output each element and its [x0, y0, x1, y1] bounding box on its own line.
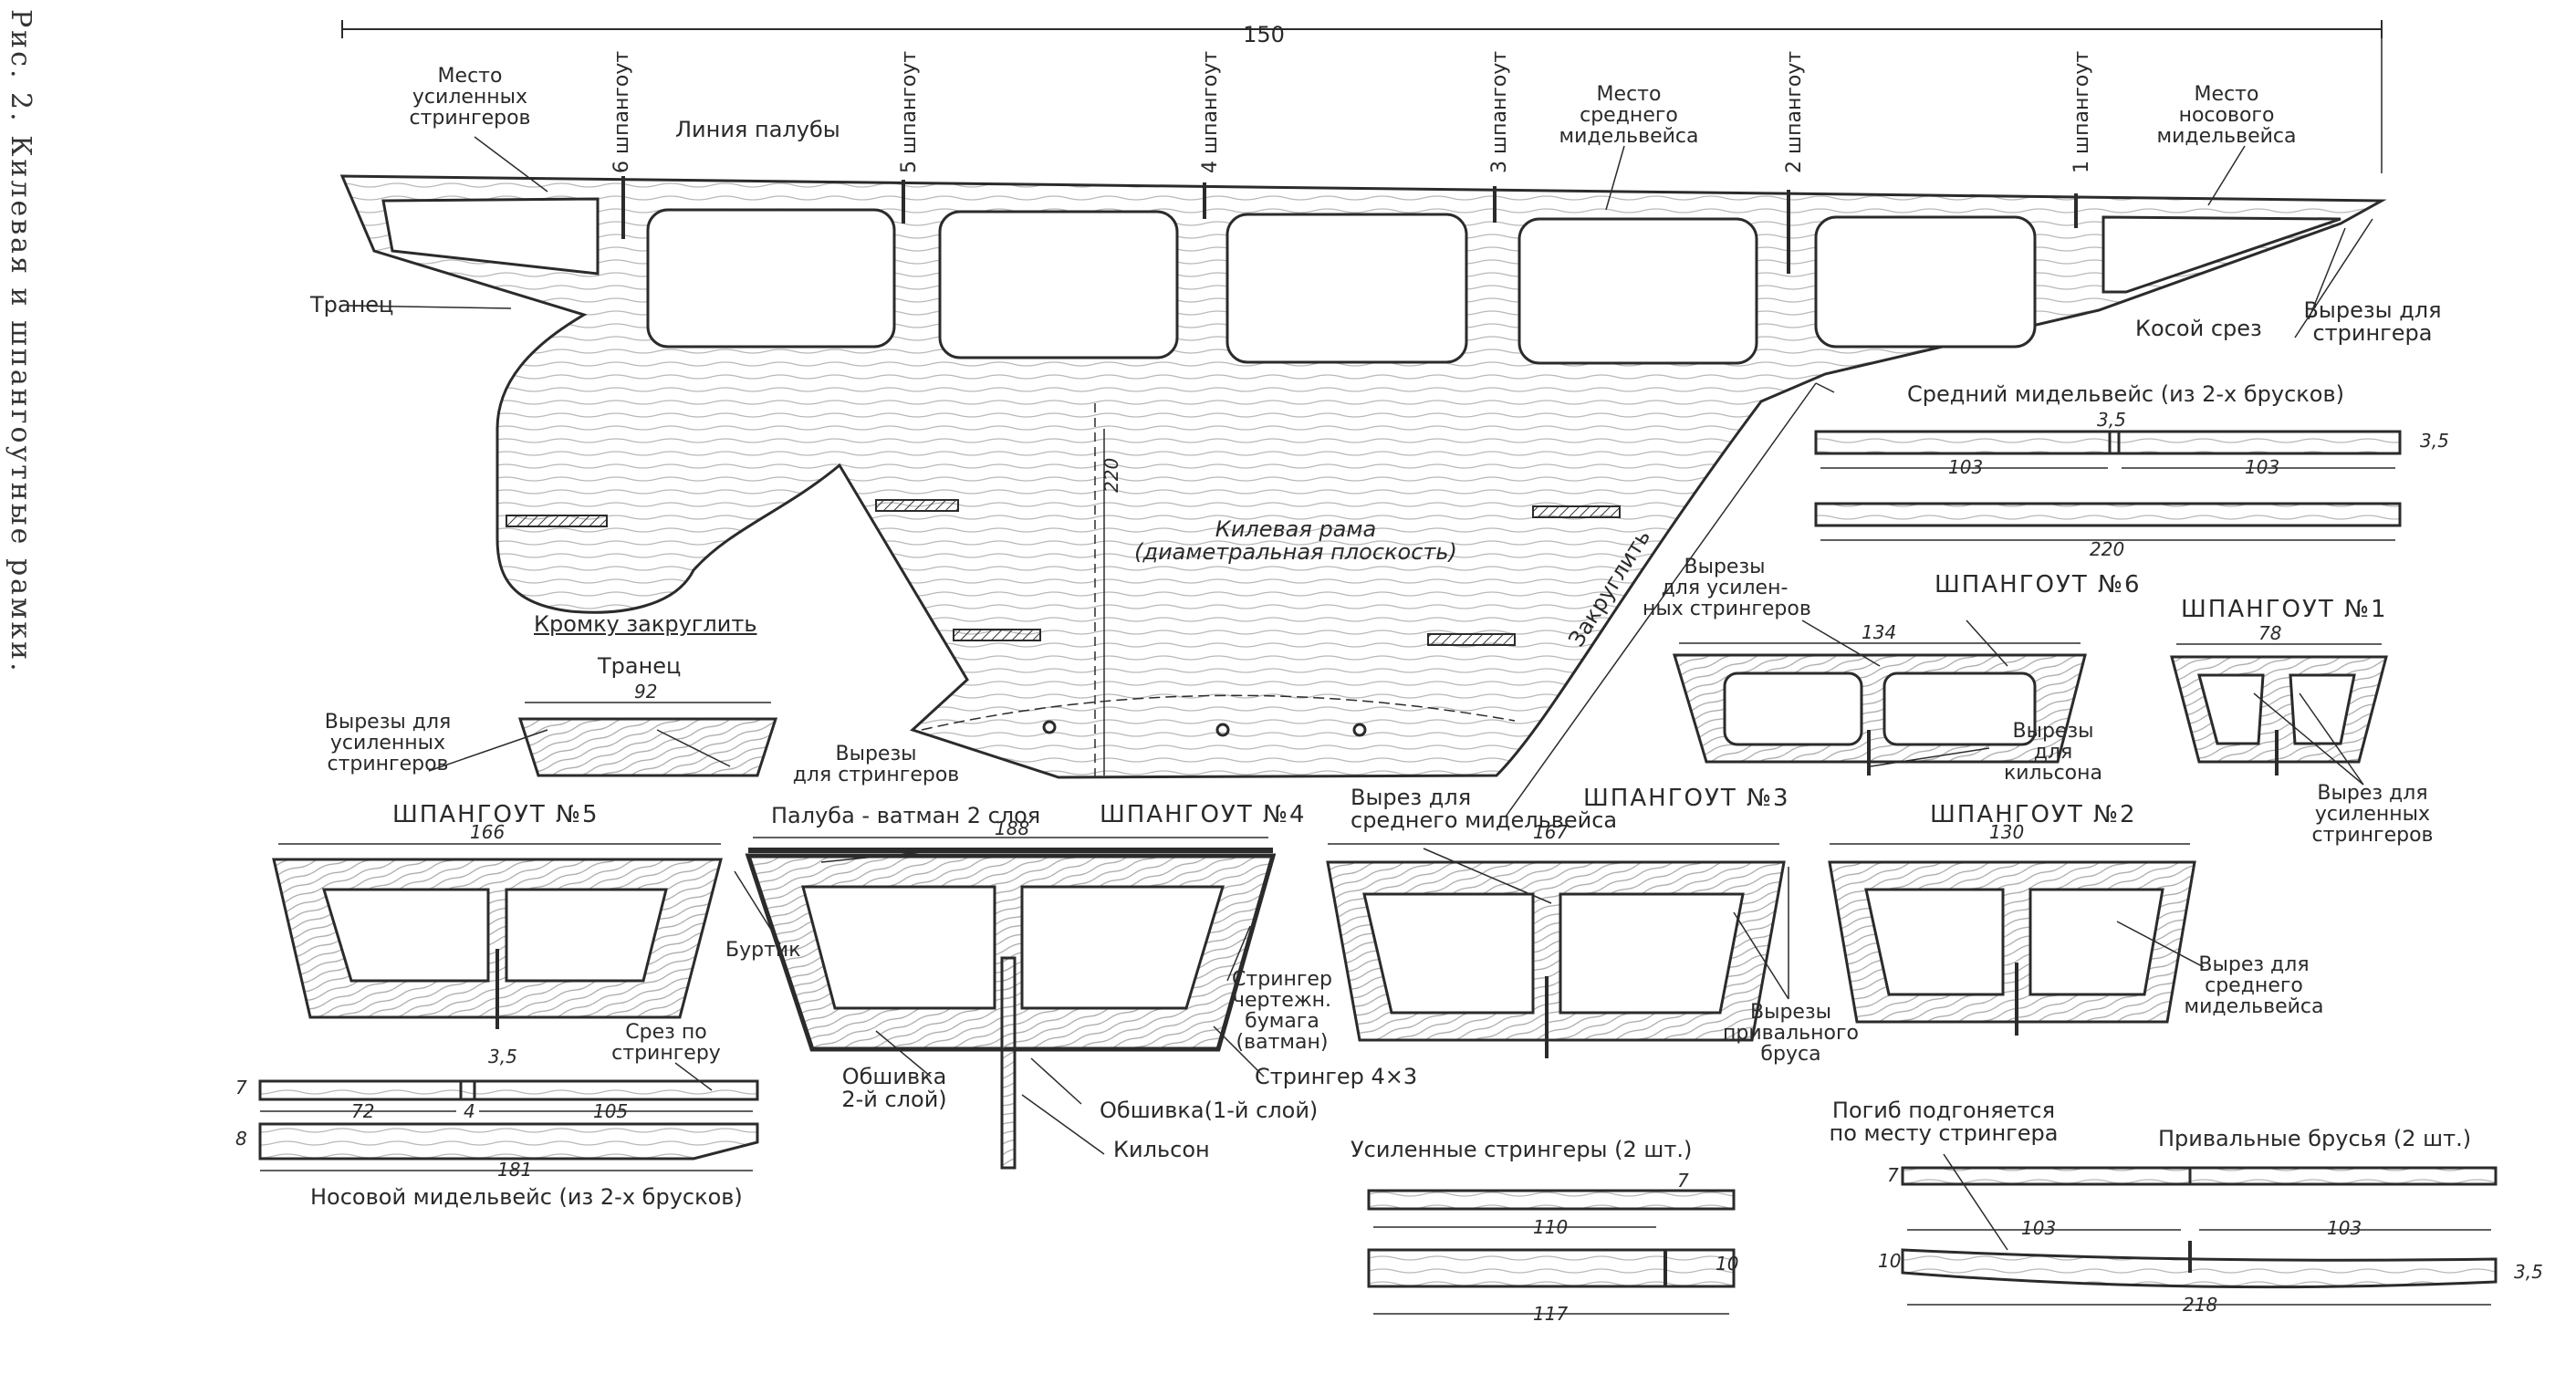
frame-5-label-rail: Буртик: [725, 939, 801, 962]
frame-2-title: ШПАНГОУТ №2: [1930, 801, 2137, 828]
transom-label-reinforced: Вырезы для усиленных стрингеров: [324, 711, 452, 776]
frame-6: [1672, 642, 2087, 775]
rail-bars-part: [1901, 1166, 2498, 1306]
rail-bars-dim-thickness: 7: [1887, 1164, 1899, 1186]
frame-4: [745, 837, 1277, 1170]
frame-4-label-skin-2: Обшивка 2-й слой): [841, 1064, 947, 1113]
label-frame-1-position: 1 шпангоут: [2070, 50, 2093, 173]
bow-deck-beam-label-cut: Срез по стрингеру: [611, 1021, 721, 1066]
frame-4-label-deck: Палуба - ватман 2 слоя: [771, 803, 1041, 828]
bow-deck-beam-dim-left: 72: [351, 1100, 375, 1122]
frame-6-label-kelson: Вырезы для кильсона: [2003, 720, 2103, 786]
frame-3-title: ШПАНГОУТ №3: [1583, 785, 1790, 812]
transom-label-stringers: Вырезы для стрингеров: [792, 743, 960, 787]
rail-bars-title: Привальные брусья (2 шт.): [2158, 1126, 2472, 1151]
label-bow-deck-beam-place: Место носового мидельвейса: [2156, 83, 2297, 149]
frame-2-label-mid: Вырез для среднего мидельвейса: [2184, 953, 2324, 1019]
rail-bars-dim-left: 103: [2021, 1217, 2057, 1239]
label-transom-keel: Транец: [310, 292, 394, 317]
bow-deck-beam-dim-mid: 4: [464, 1100, 475, 1122]
rail-bars-label-bend: Погиб подгоняется по месту стрингера: [1829, 1098, 2059, 1147]
frame-6-title: ШПАНГОУТ №6: [1935, 571, 2142, 599]
label-deck-line: Линия палубы: [675, 117, 840, 142]
bow-deck-beam-dim-thickness-1: 7: [235, 1077, 247, 1098]
frame-2-dim-width: 130: [1989, 821, 2025, 843]
frame-3-label-mid: Вырез для среднего мидельвейса: [1351, 785, 1618, 834]
reinforced-stringers-part: [1367, 1189, 1736, 1315]
frame-1: [2170, 643, 2388, 775]
label-oblique-cut: Косой срез: [2135, 316, 2262, 341]
mid-deck-beam-dim-left: 103: [1948, 456, 1984, 478]
frame-1-label: Вырез для усиленных стрингеров: [2311, 782, 2434, 848]
mid-deck-beam-title: Средний мидельвейс (из 2-х брусков): [1907, 381, 2344, 407]
label-reinforced-stringers-place: Место усиленных стрингеров: [409, 65, 531, 130]
reinforced-stringers-dim-length: 110: [1533, 1216, 1569, 1238]
frame-1-dim-width: 78: [2258, 622, 2282, 644]
mid-deck-beam-dim-right: 103: [2245, 456, 2280, 478]
label-stringer-cutouts-keel: Вырезы для стрингера: [2303, 297, 2442, 347]
frame-6-dim-width: 134: [1862, 621, 1897, 643]
dimension-keel-height: 220: [1100, 457, 1122, 493]
mid-deck-beam-dim-total: 220: [2090, 538, 2125, 560]
label-round-edge: Кромку закруглить: [534, 611, 757, 637]
frame-5-dim-width: 166: [470, 821, 506, 843]
reinforced-stringers-title: Усиленные стрингеры (2 шт.): [1351, 1137, 1693, 1162]
frame-5: [272, 843, 723, 1029]
frame-4-dim-width: 188: [995, 817, 1030, 839]
keel-frame: [339, 174, 2387, 817]
frame-4-label-stringer-paper: Стрингер чертежн. бумага (ватман): [1232, 968, 1332, 1055]
label-mid-deck-beam-place: Место среднего мидельвейса: [1559, 83, 1699, 149]
frame-3-label-rail: Вырезы привального бруса: [1723, 1001, 1859, 1067]
mid-deck-beam-dim-thickness: 3,5: [2420, 430, 2449, 452]
rail-bars-dim-total: 218: [2183, 1294, 2218, 1316]
rail-bars-dim-right: 103: [2327, 1217, 2362, 1239]
transom-dim-width: 92: [634, 681, 658, 703]
label-frame-4-position: 4 шпангоут: [1199, 50, 1222, 173]
rail-bars-dim-height: 10: [1878, 1250, 1902, 1272]
bow-deck-beam-dim-right: 105: [593, 1100, 629, 1122]
frame-1-title: ШПАНГОУТ №1: [2181, 596, 2388, 623]
frame-3-dim-width: 167: [1533, 821, 1569, 843]
label-frame-5-position: 5 шпангоут: [898, 50, 921, 173]
mid-deck-beam-dim-notch: 3,5: [2097, 409, 2126, 431]
frame-5-title: ШПАНГОУТ №5: [392, 801, 600, 828]
label-frame-2-position: 2 шпангоут: [1783, 50, 1806, 173]
reinforced-stringers-dim-height: 10: [1716, 1253, 1739, 1275]
bow-deck-beam-dim-notch: 3,5: [488, 1046, 517, 1067]
rail-bars-dim-step: 3,5: [2514, 1261, 2543, 1283]
frame-4-label-kelson: Кильсон: [1113, 1137, 1210, 1162]
label-frame-3-position: 3 шпангоут: [1488, 50, 1511, 173]
frame-4-label-skin-1: Обшивка(1-й слой): [1100, 1098, 1319, 1123]
overall-dimension: 150: [1243, 22, 1285, 47]
bow-deck-beam-part: [258, 1079, 759, 1171]
label-frame-6-position: 6 шпангоут: [610, 50, 633, 173]
frame-2: [1828, 843, 2196, 1036]
bow-deck-beam-dim-thickness-2: 8: [235, 1128, 247, 1150]
transom-title: Транец: [598, 653, 682, 679]
frame-6-label-reinforced: Вырезы для усилен- ных стрингеров: [1643, 556, 1811, 621]
bow-deck-beam-title: Носовой мидельвейс (из 2-х брусков): [310, 1184, 743, 1210]
frame-4-label-stringer-4x3: Стрингер 4×3: [1255, 1064, 1418, 1089]
reinforced-stringers-dim-total: 117: [1533, 1303, 1569, 1325]
frame-3: [1326, 843, 1786, 1058]
leader-lines: [346, 136, 2373, 1251]
frame-4-title: ШПАНГОУТ №4: [1100, 801, 1307, 828]
mid-deck-beam-part: [1814, 430, 2402, 541]
label-keel-frame: Килевая рама (диаметральная плоскость): [1134, 516, 1457, 566]
transom-part: [517, 702, 778, 777]
reinforced-stringers-dim-notch: 7: [1677, 1170, 1689, 1192]
bow-deck-beam-dim-total: 181: [497, 1159, 533, 1181]
